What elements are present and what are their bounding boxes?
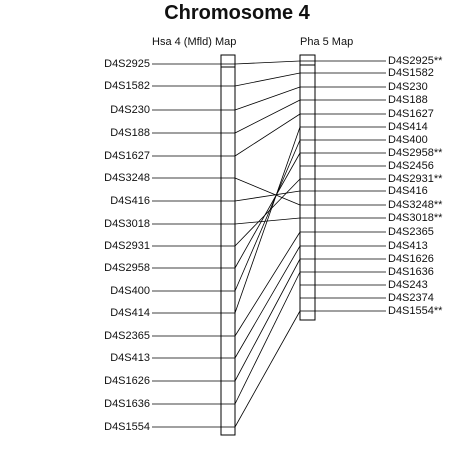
left-marker-label: D4S188 <box>110 127 150 139</box>
homology-link-line <box>234 190 301 202</box>
homology-link-line <box>234 72 301 87</box>
left-marker-label: D4S230 <box>110 104 150 116</box>
chromosome-title: Chromosome 4 <box>164 2 310 24</box>
right-chromosome-bar <box>299 54 316 321</box>
homology-link-line <box>234 177 301 206</box>
left-marker-label: D4S1636 <box>104 398 150 410</box>
left-marker-label: D4S3248 <box>104 172 150 184</box>
right-marker-label: D4S188 <box>388 94 428 106</box>
left-marker-label: D4S1627 <box>104 150 150 162</box>
right-marker-label: D4S416 <box>388 185 428 197</box>
right-marker-label: D4S1626 <box>388 253 434 265</box>
left-marker-label: D4S2925 <box>104 58 150 70</box>
right-marker-label: D4S2958** <box>388 147 443 159</box>
left-map-heading: Hsa 4 (Mfld) Map <box>152 36 237 48</box>
right-marker-label: D4S1636 <box>388 266 434 278</box>
homology-link-line <box>234 139 301 292</box>
right-marker-label: D4S2365 <box>388 226 434 238</box>
left-marker-label: D4S413 <box>110 352 150 364</box>
homology-link-line <box>234 310 301 428</box>
right-marker-label: D4S1554** <box>388 305 443 317</box>
left-marker-label: D4S2931 <box>104 240 150 252</box>
left-marker-label: D4S2958 <box>104 262 150 274</box>
right-marker-label: D4S243 <box>388 279 428 291</box>
homology-link-line <box>234 113 301 157</box>
right-map-heading: Pha 5 Map <box>300 36 354 48</box>
right-marker-label: D4S400 <box>388 134 428 146</box>
homology-link-line <box>234 60 301 65</box>
right-marker-label: D4S230 <box>388 81 428 93</box>
homology-link-line <box>234 231 301 337</box>
left-marker-label: D4S414 <box>110 307 150 319</box>
right-marker-label: D4S414 <box>388 121 428 133</box>
homology-link-line <box>234 245 301 359</box>
left-marker-label: D4S2365 <box>104 330 150 342</box>
right-marker-label: D4S2925** <box>388 55 443 67</box>
homology-link-line <box>234 126 301 314</box>
homology-link-line <box>234 99 301 134</box>
homology-link-line <box>234 152 301 269</box>
homology-link-line <box>234 258 301 382</box>
left-chromosome-bar <box>220 54 236 436</box>
left-marker-label: D4S1582 <box>104 80 150 92</box>
homology-link-line <box>234 271 301 405</box>
left-marker-label: D4S3018 <box>104 218 150 230</box>
right-marker-label: D4S1582 <box>388 67 434 79</box>
left-marker-label: D4S1554 <box>104 421 150 433</box>
right-marker-label: D4S2374 <box>388 292 434 304</box>
right-marker-label: D4S2931** <box>388 173 443 185</box>
right-marker-label: D4S3248** <box>388 199 443 211</box>
homology-link-line <box>234 86 301 111</box>
right-marker-label: D4S1627 <box>388 108 434 120</box>
right-marker-label: D4S3018** <box>388 212 443 224</box>
right-marker-label: D4S2456 <box>388 160 434 172</box>
right-marker-label: D4S413 <box>388 240 428 252</box>
left-marker-label: D4S416 <box>110 195 150 207</box>
left-marker-label: D4S400 <box>110 285 150 297</box>
left-marker-label: D4S1626 <box>104 375 150 387</box>
homology-link-line <box>234 178 301 247</box>
